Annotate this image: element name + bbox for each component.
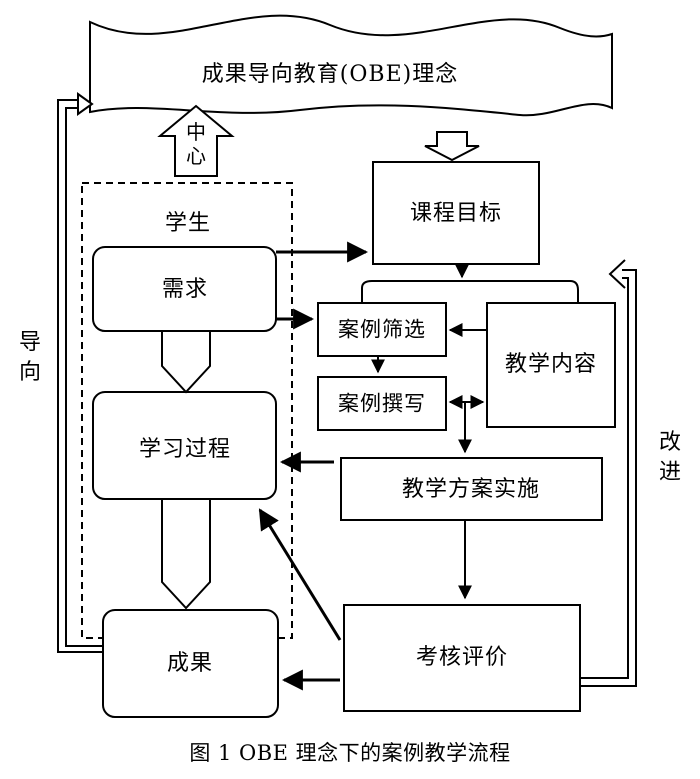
outcomes-label: 成果 xyxy=(166,651,214,676)
course-objectives-label: 课程目标 xyxy=(409,201,503,226)
case-writing-box xyxy=(317,376,447,431)
teaching-plan-label: 教学方案实施 xyxy=(401,477,541,502)
obe-banner-shape xyxy=(89,14,613,117)
teaching-plan-box xyxy=(340,457,603,521)
center-arrow-label: 中心 xyxy=(186,120,206,168)
guidance-label: 导向 xyxy=(18,330,41,385)
learning-process-box xyxy=(92,391,277,500)
improvement-arrow xyxy=(580,269,637,687)
needs-label: 需求 xyxy=(161,277,209,302)
improvement-label: 改进 xyxy=(658,430,681,485)
course-objectives-box xyxy=(372,161,540,265)
case-screening-label: 案例筛选 xyxy=(338,317,426,342)
banner-title: 成果导向教育(OBE)理念 xyxy=(201,62,459,87)
case-screening-box xyxy=(317,302,447,357)
case-writing-label: 案例撰写 xyxy=(338,391,426,416)
figure-caption: 图 1 OBE 理念下的案例教学流程 xyxy=(189,741,511,765)
teaching-content-box xyxy=(486,302,616,428)
outcomes-box xyxy=(102,609,279,718)
learning-process-label: 学习过程 xyxy=(138,437,232,462)
teaching-content-label: 教学内容 xyxy=(504,352,598,377)
center-up-arrow xyxy=(157,104,235,177)
banner-down-arrow xyxy=(424,131,480,162)
needs-box xyxy=(92,246,277,332)
objectives-bracket xyxy=(361,280,579,303)
student-group-label: 学生 xyxy=(164,211,212,236)
assessment-label: 考核评价 xyxy=(415,645,509,670)
needs-to-process-arrow xyxy=(161,332,211,394)
process-to-outcomes-arrow xyxy=(161,500,211,610)
assessment-box xyxy=(343,604,581,712)
guidance-arrow xyxy=(57,99,102,653)
assessment-to-process-arrow xyxy=(258,508,342,641)
